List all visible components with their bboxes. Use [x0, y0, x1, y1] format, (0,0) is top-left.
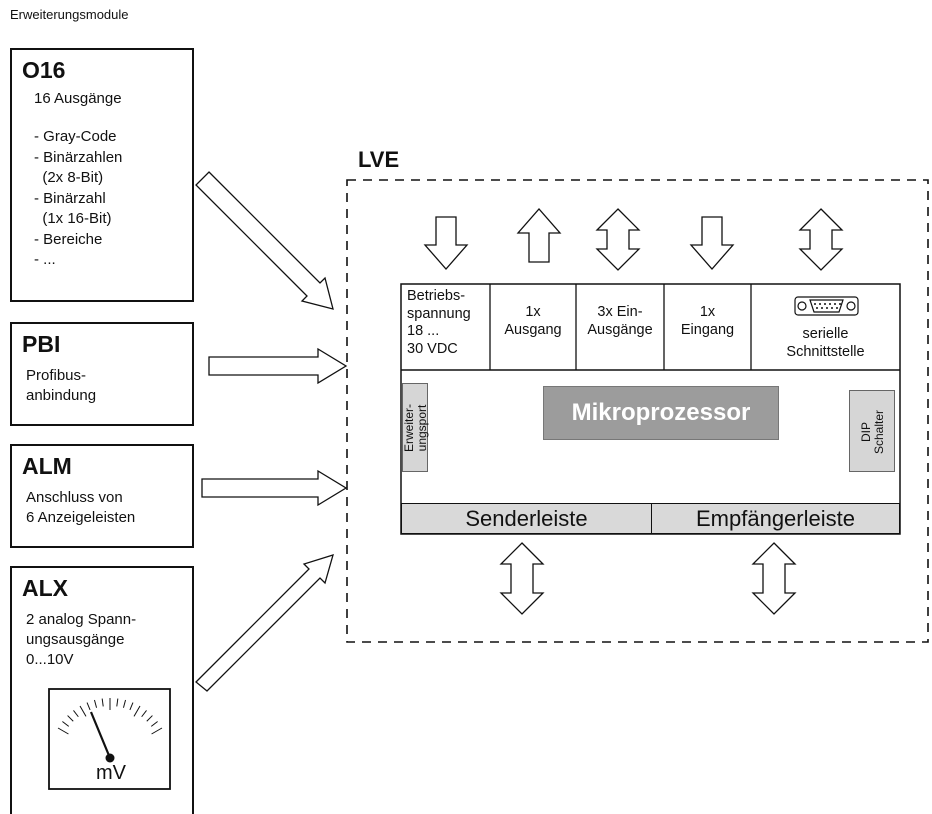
lve-boundary — [346, 179, 929, 643]
module-o16-feature-list: - Gray-Code - Binärzahlen (2x 8-Bit) - B… — [34, 127, 122, 271]
meter-tick — [86, 702, 91, 711]
arrow-right-icon — [208, 347, 348, 385]
arrow-down-icon — [689, 216, 735, 270]
module-alx: ALX 2 analog Spann- ungsausgänge 0...10V — [10, 566, 194, 814]
module-alm-line1: Anschluss von — [26, 489, 123, 506]
meter-unit-label: mV — [96, 762, 126, 784]
arrow-right-icon — [201, 469, 348, 507]
list-item: - Gray-Code — [34, 128, 117, 145]
module-alx-line2: ungsausgänge — [26, 631, 125, 648]
port-input-label: 1x Eingang — [680, 304, 735, 338]
module-pbi: PBI Profibus- anbindung — [10, 322, 194, 426]
expansion-port-label: Erweiter- ungsport — [402, 404, 429, 453]
meter-tick — [101, 698, 104, 707]
double-arrow-icon — [751, 542, 797, 615]
page-title: Erweiterungsmodule — [10, 7, 129, 22]
double-arrow-icon — [595, 208, 641, 271]
arrow-right-icon — [195, 171, 334, 310]
dip-switch-label: DIP Schalter — [859, 409, 886, 455]
arrow-down-icon — [423, 216, 469, 270]
meter-tick — [151, 727, 163, 735]
meter-tick — [141, 710, 147, 718]
port-output-label: 1x Ausgang — [504, 304, 562, 338]
list-item: - Bereiche — [34, 230, 103, 248]
meter-tick — [133, 705, 141, 717]
meter-tick — [73, 710, 79, 718]
port-power-label: Betriebs- spannung 18 ... 30 VDC — [407, 288, 471, 357]
module-alx-line3: 0...10V — [26, 651, 74, 668]
list-item: - Binärzahlen — [34, 148, 123, 166]
meter-tick — [62, 721, 70, 727]
module-alm-name: ALM — [22, 453, 72, 479]
meter-tick — [129, 702, 134, 711]
meter-tick — [122, 699, 127, 708]
receiver-bar: Empfängerleiste — [651, 503, 900, 534]
meter-tick — [67, 715, 74, 722]
module-pbi-line1: Profibus- — [26, 367, 87, 384]
module-alm: ALM Anschluss von 6 Anzeigeleisten — [10, 444, 194, 548]
meter-icon — [48, 688, 171, 790]
sender-bar: Senderleiste — [401, 503, 652, 534]
module-alx-line1: 2 analog Spann- — [26, 611, 137, 628]
arrow-right-icon — [195, 554, 334, 692]
arrow-up-icon — [516, 208, 562, 263]
dip-switch-block: DIP Schalter — [849, 390, 895, 472]
double-arrow-icon — [499, 542, 545, 615]
module-alm-line2: 6 Anzeigeleisten — [26, 509, 136, 526]
meter-tick — [116, 698, 119, 707]
meter-tick — [93, 699, 98, 708]
list-item: (2x 8-Bit) — [34, 169, 104, 186]
meter-tick — [146, 715, 153, 722]
list-item: - ... — [34, 251, 56, 268]
expansion-port-block: Erweiter- ungsport — [402, 383, 429, 472]
module-o16-name: O16 — [22, 57, 66, 83]
meter-tick — [150, 721, 158, 727]
module-o16: O16 16 Ausgänge - Gray-Code - Binärzahle… — [10, 48, 194, 302]
meter-tick — [79, 705, 87, 717]
meter-tick — [57, 727, 69, 735]
module-o16-subtitle: 16 Ausgänge — [34, 90, 122, 107]
microprocessor-block: Mikroprozessor — [543, 386, 779, 440]
port-io-label: 3x Ein- Ausgänge — [587, 304, 653, 338]
port-serial-label: serielle Schnittstelle — [786, 326, 865, 360]
serial-connector-icon — [794, 296, 859, 316]
lve-label: LVE — [358, 147, 400, 172]
list-item: - Binärzahl — [34, 189, 106, 207]
module-pbi-line2: anbindung — [26, 387, 97, 404]
double-arrow-icon — [798, 208, 844, 271]
module-pbi-name: PBI — [22, 331, 61, 357]
list-item: (1x 16-Bit) — [34, 210, 112, 227]
module-alx-name: ALX — [22, 575, 68, 601]
